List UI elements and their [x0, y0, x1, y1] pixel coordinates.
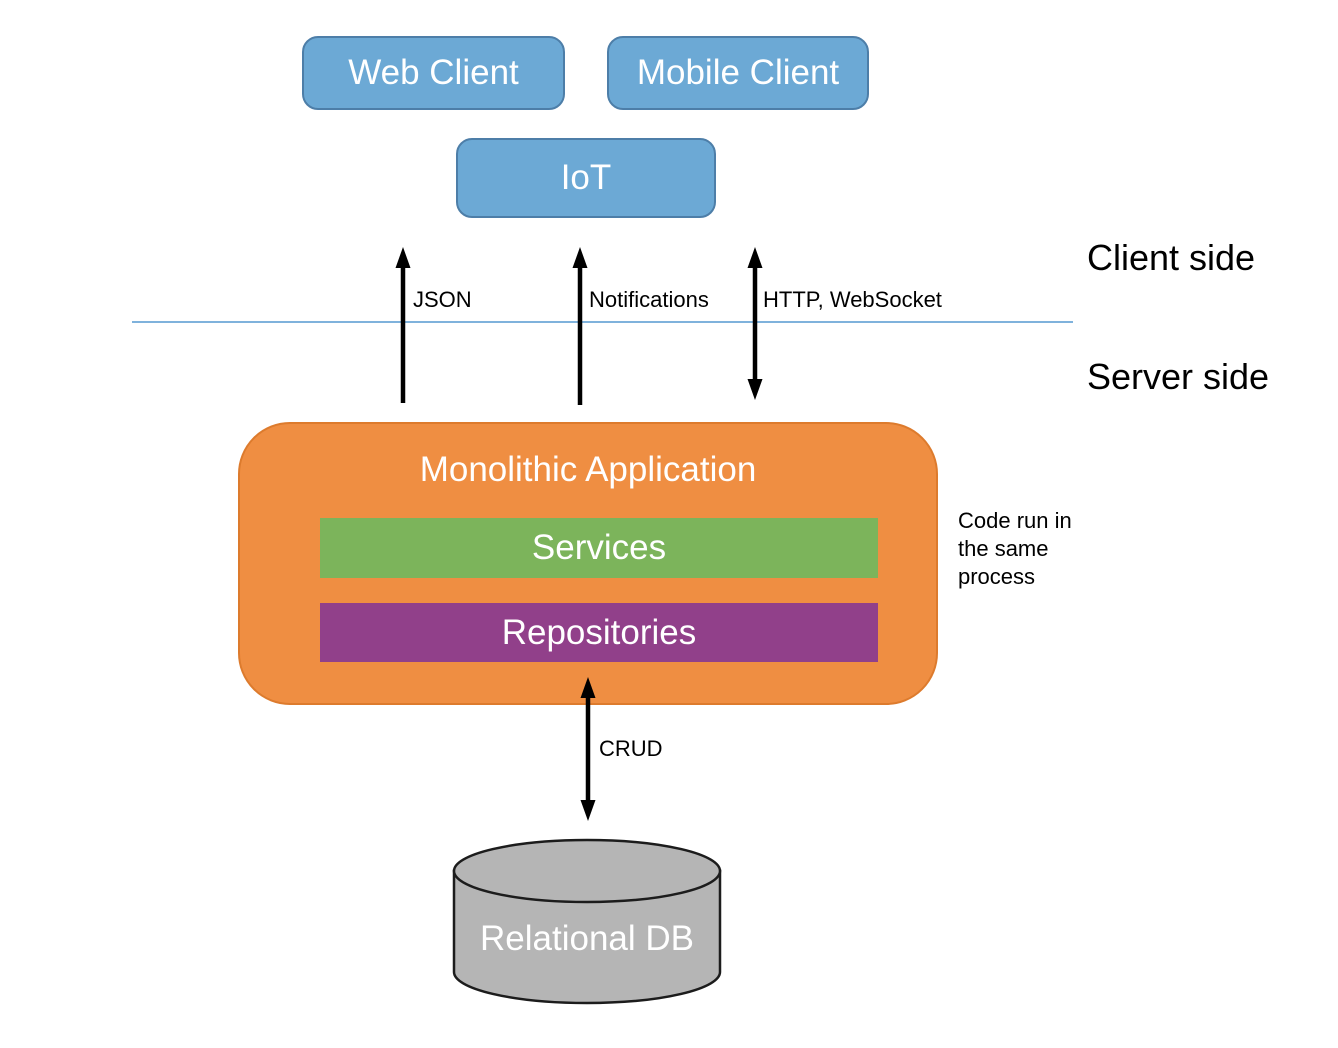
same-process-annotation: Code run in the same process	[958, 508, 1072, 589]
notifications-arrow	[572, 247, 588, 405]
repositories-layer: Repositories	[320, 603, 878, 662]
services-layer: Services	[320, 518, 878, 578]
relational-db-label: Relational DB	[480, 919, 694, 958]
http-websocket-arrow	[747, 247, 763, 400]
mobile-client-label: Mobile Client	[636, 53, 840, 92]
monolith-title: Monolithic Application	[419, 450, 757, 489]
crud-arrow-label: CRUD	[599, 736, 663, 761]
notifications-arrow-label: Notifications	[589, 287, 709, 312]
json-arrow	[395, 247, 411, 403]
web-client-node: Web Client	[302, 36, 565, 110]
iot-node: IoT	[456, 138, 716, 218]
server-side-label: Server side	[1087, 356, 1270, 397]
http-websocket-arrow-label: HTTP, WebSocket	[763, 287, 942, 312]
mobile-client-node: Mobile Client	[607, 36, 869, 110]
monolithic-application-box: Monolithic Application Services Reposito…	[238, 422, 938, 705]
repositories-label: Repositories	[501, 612, 697, 652]
services-label: Services	[531, 528, 667, 567]
iot-label: IoT	[560, 158, 612, 197]
client-side-label: Client side	[1087, 237, 1256, 278]
web-client-label: Web Client	[348, 53, 519, 92]
json-arrow-label: JSON	[413, 287, 472, 312]
